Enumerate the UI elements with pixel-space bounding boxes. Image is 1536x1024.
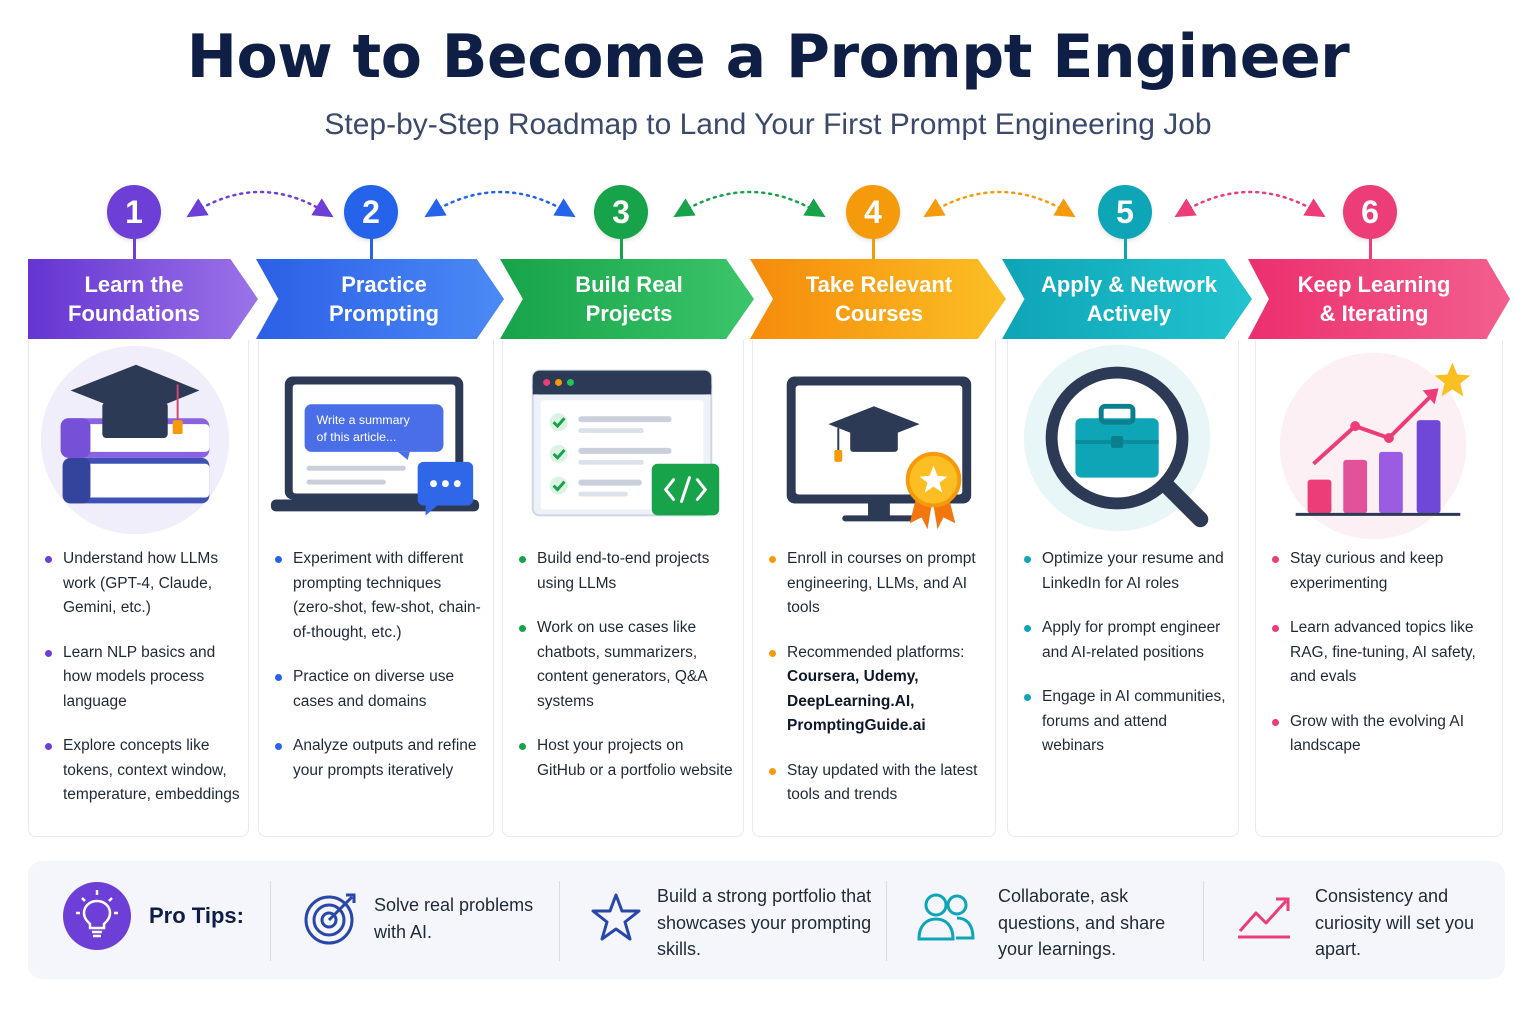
star-icon (591, 893, 641, 941)
connector-2-3 (424, 190, 576, 218)
code-checklist-window-icon (531, 369, 720, 517)
step-2-title-line1: Practice (341, 272, 427, 297)
tip-4-text: Consistency and curiosity will set you a… (1315, 886, 1475, 959)
step-4-bullet-1: Enroll in courses on prompt engineering,… (787, 550, 976, 616)
tips-divider (270, 881, 271, 961)
step-5-bullet-3: Engage in AI communities, forums and att… (1042, 688, 1226, 754)
graduation-cap-on-books-icon (40, 345, 230, 535)
step-1-stem (133, 238, 136, 262)
step-6-card: Stay curious and keep experimenting Lear… (1255, 340, 1503, 837)
step-4-card: Enroll in courses on prompt engineering,… (752, 340, 996, 837)
step-1-number: 1 (107, 185, 161, 239)
step-1-bullet-2: Learn NLP basics and how models process … (63, 643, 216, 710)
step-3-title-line2: Projects (585, 301, 673, 326)
step-1-bullet-1: Understand how LLMs work (GPT-4, Claude,… (63, 550, 219, 616)
tip-3-text: Collaborate, ask questions, and share yo… (998, 886, 1166, 959)
laptop-chat-icon: Write a summary of this article... (270, 376, 480, 516)
step-4-platforms: Coursera, Udemy, DeepLearning.AI, Prompt… (787, 668, 926, 734)
pro-tips-bar: Pro Tips: Solve real problems with AI. B… (28, 861, 1505, 979)
pro-tips-label: Pro Tips: (149, 903, 244, 928)
tips-divider (559, 881, 560, 961)
illus-prompt-line-2: of this article... (317, 430, 397, 444)
connector-5-6 (1174, 190, 1326, 218)
step-3-title-line1: Build Real (575, 272, 683, 297)
tip-1-text: Solve real problems with AI. (374, 895, 534, 942)
step-4-title-line2: Courses (834, 301, 924, 326)
step-2-bullet-3: Analyze outputs and refine your prompts … (293, 737, 477, 779)
people-icon (917, 893, 975, 941)
page-title: How to Become a Prompt Engineer (186, 22, 1350, 92)
tips-divider (886, 881, 887, 961)
step-1-title-line1: Learn the (84, 272, 184, 297)
magnifier-briefcase-icon (1023, 344, 1211, 532)
illus-prompt-line-1: Write a summary (317, 413, 411, 427)
step-6-title-line2: & Iterating (1319, 301, 1429, 326)
step-6-ribbon: Keep Learning & Iterating (1248, 259, 1510, 339)
step-5-card: Optimize your resume and LinkedIn for AI… (1007, 340, 1239, 837)
target-icon (304, 893, 356, 945)
step-4-bullet-2: Stay updated with the latest tools and t… (787, 761, 978, 804)
step-3-stem (620, 238, 623, 262)
step-5-title-line1: Apply & Network (1040, 272, 1218, 297)
step-6-bullet-3: Grow with the evolving AI landscape (1290, 712, 1465, 755)
tips-divider (1203, 881, 1204, 961)
monitor-graduation-badge-icon (786, 376, 972, 530)
step-3-bullet-2: Work on use cases like chatbots, summari… (537, 619, 707, 710)
step-2-number: 2 (344, 185, 398, 239)
step-6-stem (1369, 238, 1372, 262)
step-2-stem (370, 238, 373, 262)
step-2-card: Write a summary of this article... Exper… (258, 340, 494, 837)
step-3-bullet-3: Host your projects on GitHub or a portfo… (537, 737, 733, 779)
connector-3-4 (673, 190, 826, 218)
connector-1-2 (186, 190, 334, 218)
step-5-bullet-2: Apply for prompt engineer and AI-related… (1042, 619, 1221, 661)
step-4-stem (872, 238, 875, 262)
step-6-title-line1: Keep Learning (1297, 272, 1451, 297)
step-3-bullet-1: Build end-to-end projects using LLMs (537, 550, 710, 592)
step-5-stem (1124, 238, 1127, 262)
page-subtitle: Step-by-Step Roadmap to Land Your First … (324, 108, 1212, 141)
step-2-bullet-1: Experiment with different prompting tech… (293, 550, 481, 641)
step-1-title-line2: Foundations (68, 301, 200, 326)
step-4-platforms-label: Recommended platforms: (787, 643, 965, 661)
step-4-title-line1: Take Relevant (805, 272, 953, 297)
step-2-title-line2: Prompting (329, 301, 439, 326)
tip-2-text: Build a strong portfolio that showcases … (657, 886, 872, 959)
step-6-number: 6 (1343, 185, 1397, 239)
growth-chart-star-icon (1279, 352, 1471, 540)
step-1-bullet-3: Explore concepts like tokens, context wi… (63, 737, 240, 803)
step-5-title-line2: Actively (1086, 301, 1172, 326)
step-5-number: 5 (1098, 185, 1152, 239)
trend-up-icon (1238, 897, 1290, 939)
step-3-card: Build end-to-end projects using LLMs Wor… (502, 340, 744, 837)
connector-4-5 (923, 190, 1076, 218)
step-5-bullet-1: Optimize your resume and LinkedIn for AI… (1042, 550, 1224, 592)
step-6-bullet-1: Stay curious and keep experimenting (1290, 550, 1444, 592)
step-2-bullet-2: Practice on diverse use cases and domain… (293, 668, 455, 710)
step-6-bullet-2: Learn advanced topics like RAG, fine-tun… (1290, 619, 1476, 685)
step-1-card: Understand how LLMs work (GPT-4, Claude,… (28, 340, 249, 837)
step-3-number: 3 (594, 185, 648, 239)
lightbulb-icon (63, 882, 131, 950)
step-4-number: 4 (846, 185, 900, 239)
step-connectors (186, 190, 1326, 218)
